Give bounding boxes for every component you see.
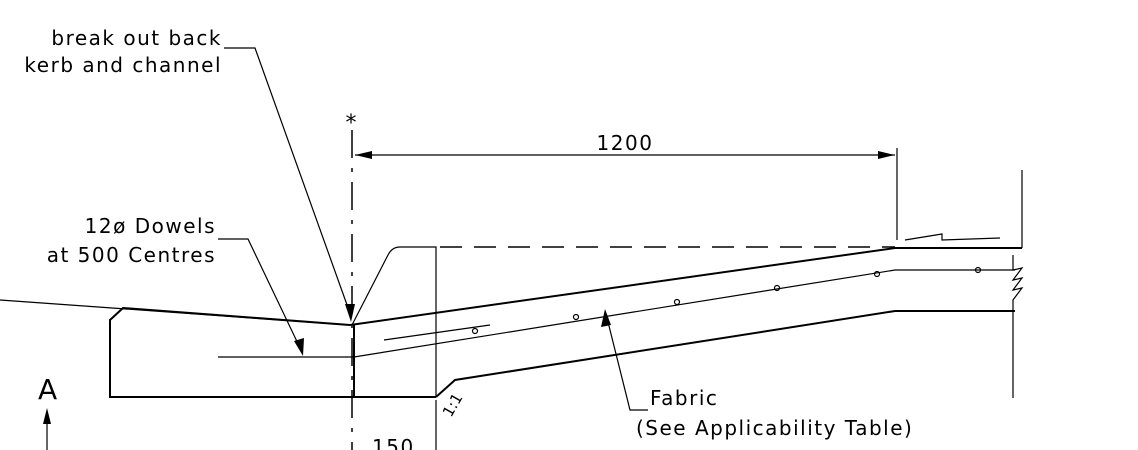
dowels-label-line2: at 500 Centres bbox=[47, 243, 216, 267]
fabric-label-line1: Fabric bbox=[650, 386, 718, 410]
rebar-circle bbox=[773, 284, 781, 292]
star-marker: * bbox=[346, 111, 357, 136]
rebar-circle bbox=[572, 313, 580, 321]
break-out-label-line2: kerb and channel bbox=[24, 53, 222, 77]
fabric-label-line2: (See Applicability Table) bbox=[636, 416, 913, 440]
dim-1200-label: 1200 bbox=[597, 131, 654, 155]
break-out-arrowhead bbox=[345, 304, 355, 322]
dim-arrowhead-left bbox=[355, 151, 372, 159]
dim-150-label: 150 bbox=[372, 435, 415, 450]
dim-arrowhead-right bbox=[878, 151, 895, 159]
dowels-arrowhead bbox=[294, 338, 304, 356]
slope-label: 1:1 bbox=[439, 390, 467, 420]
rebar-circle bbox=[471, 327, 479, 335]
dowels-label-line1: 12ø Dowels bbox=[85, 214, 216, 238]
fabric-leader bbox=[605, 313, 648, 411]
section-marker-arrowhead bbox=[43, 408, 51, 424]
fabric-lap-line bbox=[383, 324, 491, 341]
new-slab-top bbox=[349, 247, 1022, 326]
rebar-circle bbox=[873, 270, 881, 278]
new-slab-bottom bbox=[435, 310, 1015, 398]
fabric-arrowhead bbox=[601, 309, 611, 327]
rebar-circle bbox=[673, 298, 681, 306]
break-out-label-line1: break out back bbox=[51, 26, 222, 50]
existing-concrete-outline bbox=[109, 306, 352, 398]
section-marker-letter: A bbox=[38, 373, 57, 406]
dowels-leader bbox=[218, 238, 303, 353]
crossfall-arrow bbox=[904, 233, 1001, 241]
break-symbol bbox=[1011, 255, 1024, 311]
break-out-leader bbox=[224, 47, 352, 317]
removed-kerb-profile bbox=[351, 246, 437, 397]
rebar-circle bbox=[974, 266, 982, 274]
